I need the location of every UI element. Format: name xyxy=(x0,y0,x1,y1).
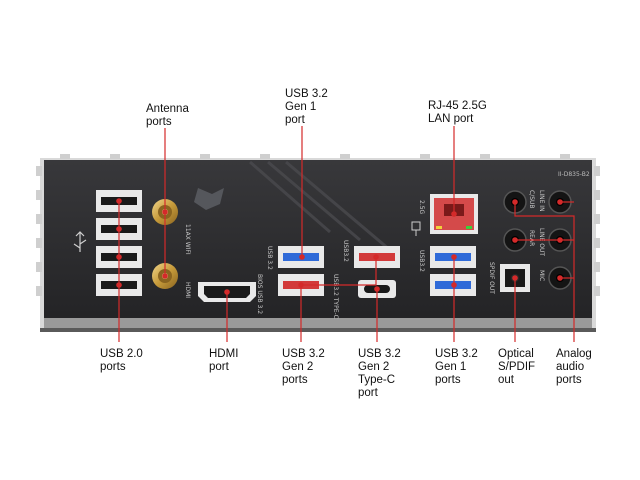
label-spdif: SPDIF OUT xyxy=(488,262,495,294)
callout-usb-gen2-line3: ports xyxy=(282,374,308,386)
callout-hdmi-line1: HDMI xyxy=(209,348,239,360)
callout-lan: RJ-45 2.5G LAN port xyxy=(428,100,487,126)
callout-usb-typec-line4: port xyxy=(358,387,378,399)
callout-usb-gen1-top-line2: Gen 1 xyxy=(285,101,317,113)
callout-hdmi: HDMI port xyxy=(209,348,238,374)
leader-analog xyxy=(514,202,575,342)
label-line-out: LINE OUT xyxy=(538,228,545,256)
callout-usb-typec-line1: USB 3.2 xyxy=(358,348,401,360)
callout-usb-typec-line2: Gen 2 xyxy=(358,361,390,373)
callout-usb-typec: USB 3.2 Gen 2 Type-C port xyxy=(358,348,401,400)
shield-frame xyxy=(36,154,600,332)
callout-usb20-line2: ports xyxy=(100,361,126,373)
aorus-logo-icon xyxy=(194,188,224,210)
callout-usb-gen2-line1: USB 3.2 xyxy=(282,348,325,360)
callout-optical: Optical S/PDIF out xyxy=(498,348,535,387)
callout-usb-gen1-top: USB 3.2 Gen 1 port xyxy=(285,88,328,127)
callout-lan-line1: RJ-45 2.5G xyxy=(428,100,487,112)
callout-hdmi-line2: port xyxy=(209,361,229,373)
label-wifi: 11AX WIFI xyxy=(184,224,191,255)
label-rear: REAR xyxy=(528,230,535,246)
callout-analog-line3: ports xyxy=(556,374,582,386)
label-mic: MIC xyxy=(538,270,545,281)
callout-analog: Analog audio ports xyxy=(556,348,592,387)
label-center-sub: C/SUB xyxy=(528,190,535,209)
callout-optical-line3: out xyxy=(498,374,514,386)
label-usb32-red: USB3.2 xyxy=(342,240,349,262)
callout-usb-gen1-bottom-line2: Gen 1 xyxy=(435,361,467,373)
callout-usb-typec-line3: Type-C xyxy=(358,374,396,386)
callout-antenna-line2: ports xyxy=(146,116,172,128)
callout-leader-lines xyxy=(116,126,575,342)
callout-analog-line2: audio xyxy=(556,361,585,373)
callout-usb20-line1: USB 2.0 xyxy=(100,348,143,360)
label-usb32-blue-right: USB3.2 xyxy=(418,250,425,272)
callout-optical-line2: S/PDIF xyxy=(498,361,536,373)
label-usb32-upper: USB 3.2 xyxy=(266,246,273,270)
network-icon xyxy=(411,221,421,236)
callout-usb20: USB 2.0 ports xyxy=(100,348,143,374)
model-code: II-D835-B2 xyxy=(558,171,590,178)
callout-usb-gen1-bottom-line3: ports xyxy=(435,374,461,386)
callout-usb-gen1-bottom-line1: USB 3.2 xyxy=(435,348,478,360)
callout-usb-gen1-bottom: USB 3.2 Gen 1 ports xyxy=(435,348,478,387)
label-line-in: LINE IN xyxy=(538,190,545,212)
label-lan: 2.5G xyxy=(418,200,425,215)
callout-analog-line1: Analog xyxy=(556,348,592,360)
callout-usb-gen2: USB 3.2 Gen 2 ports xyxy=(282,348,325,387)
callout-lan-line2: LAN port xyxy=(428,113,474,125)
label-usb32-typec: USB3.2 TYPE-C xyxy=(332,274,339,319)
callout-antenna: Antenna ports xyxy=(146,103,189,129)
label-usb32-bios: BIOS USB 3.2 xyxy=(256,274,263,314)
callout-usb-gen1-top-line1: USB 3.2 xyxy=(285,88,328,100)
callout-optical-line1: Optical xyxy=(498,348,534,360)
leader-usb-gen2 xyxy=(300,257,377,342)
label-hdmi: HDMI xyxy=(184,282,191,298)
callout-usb-gen2-line2: Gen 2 xyxy=(282,361,314,373)
callout-antenna-line1: Antenna xyxy=(146,103,189,115)
usb-symbol-icon xyxy=(73,231,87,252)
callout-usb-gen1-top-line3: port xyxy=(285,114,305,126)
